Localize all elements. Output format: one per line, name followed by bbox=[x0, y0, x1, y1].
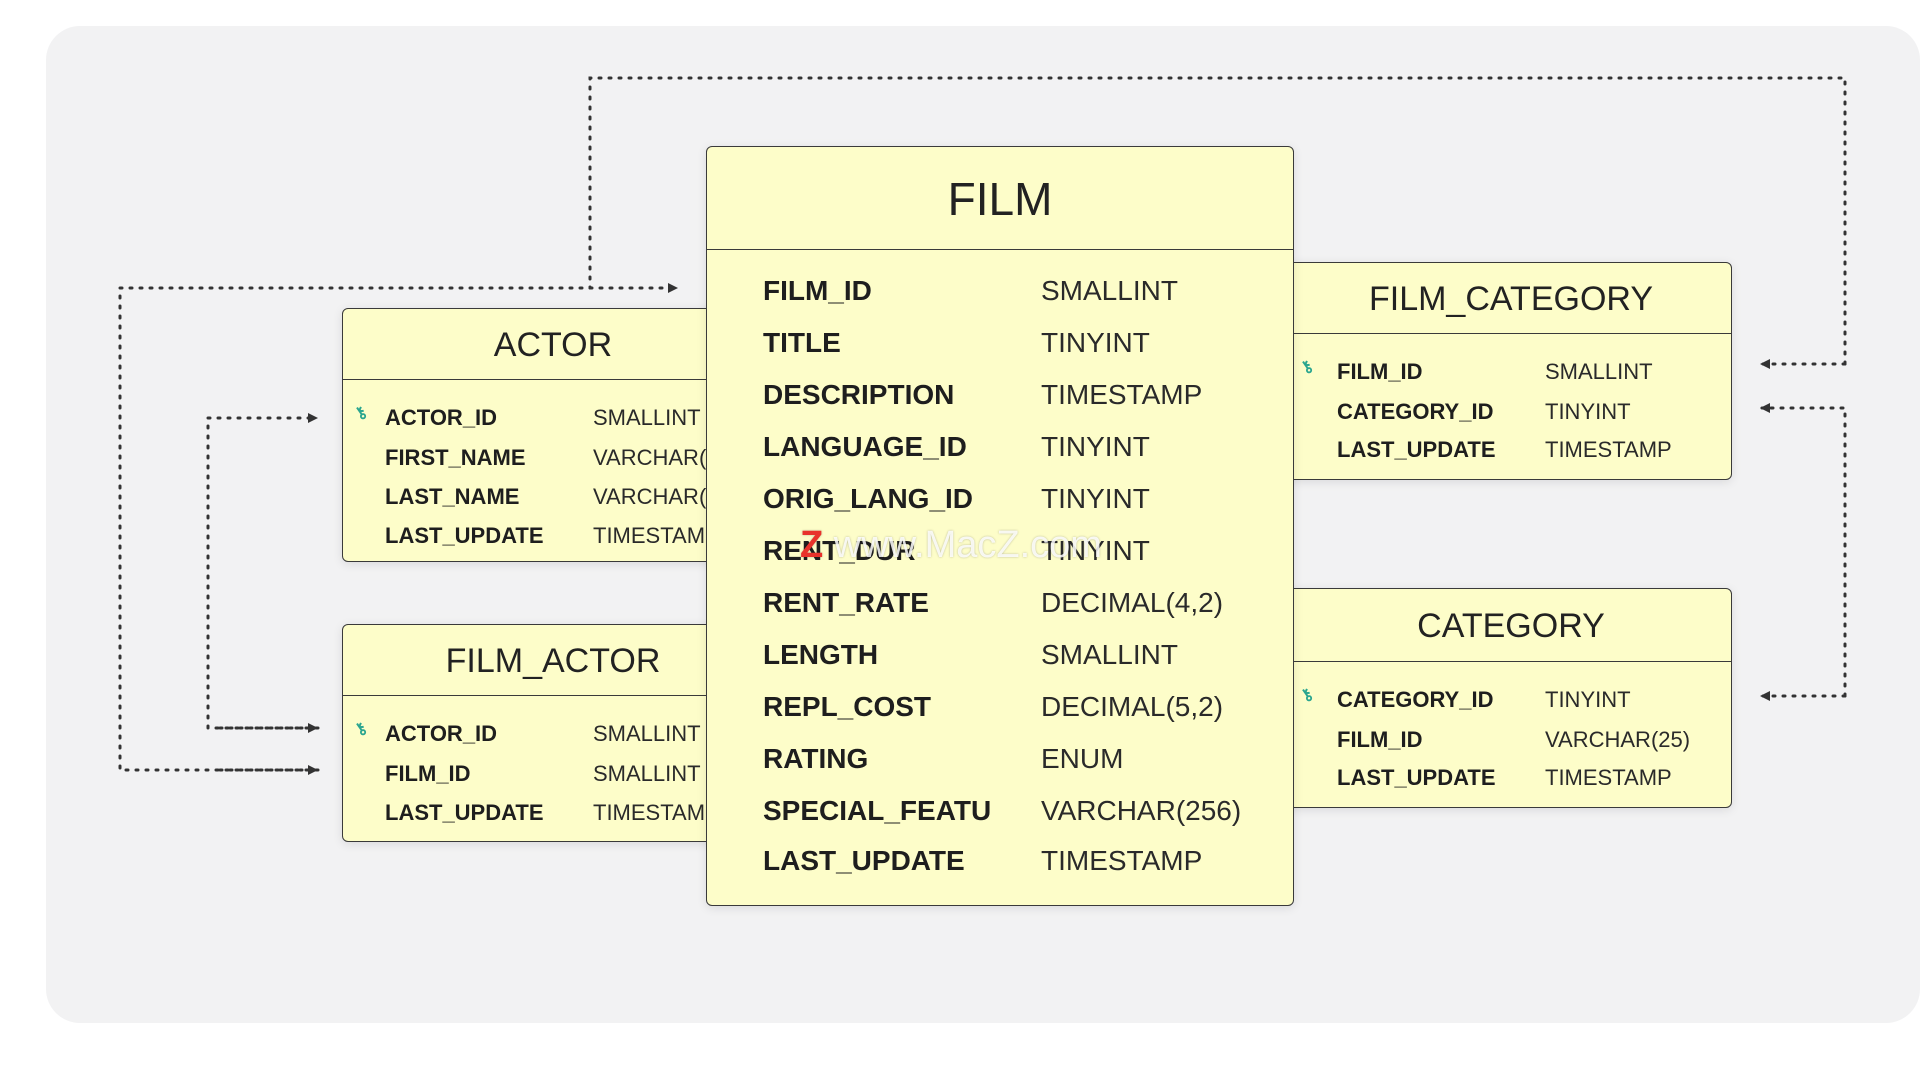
column-type: TIMESTAMP bbox=[1041, 379, 1203, 410]
column-type: DECIMAL(4,2) bbox=[1041, 587, 1224, 618]
column-type: SMALLINT bbox=[593, 721, 701, 746]
table-film-actor[interactable]: FILM_ACTOR ⚷ ACTOR_ID SMALLINT FILM_ID S… bbox=[342, 624, 764, 842]
column-name: LAST_UPDATE bbox=[385, 523, 544, 548]
column-name: RATING bbox=[763, 743, 869, 774]
column-name: ORIG_LANG_ID bbox=[763, 483, 974, 514]
column-name: CATEGORY_ID bbox=[1337, 399, 1494, 424]
column-type: TIMESTAMP bbox=[593, 800, 720, 825]
table-film-actor-title: FILM_ACTOR bbox=[343, 625, 763, 696]
column-type: TINYINT bbox=[1041, 431, 1150, 462]
column-name: REPL_COST bbox=[763, 691, 932, 722]
column-name: LAST_UPDATE bbox=[1337, 437, 1496, 462]
column-name: LAST_UPDATE bbox=[763, 845, 965, 876]
table-category[interactable]: CATEGORY ⚷ CATEGORY_ID TINYINT FILM_ID V… bbox=[1260, 588, 1732, 808]
key-icon: ⚷ bbox=[351, 719, 371, 740]
column-name: FILM_ID bbox=[385, 761, 471, 786]
column-type: TINYINT bbox=[1545, 399, 1631, 424]
column-name: ACTOR_ID bbox=[385, 405, 498, 430]
connector-actor-film-actor bbox=[206, 413, 320, 730]
column-type: SMALLINT bbox=[1041, 639, 1178, 670]
column-name: FILM_ID bbox=[1337, 359, 1423, 384]
column-name: DESCRIPTION bbox=[763, 379, 955, 410]
column-type: VARCHAR(256) bbox=[1041, 795, 1242, 826]
watermark-text: www.MacZ.com bbox=[833, 524, 1102, 566]
column-name: LENGTH bbox=[763, 639, 879, 670]
key-icon: ⚷ bbox=[1297, 357, 1317, 378]
column-type: TINYINT bbox=[1041, 483, 1150, 514]
watermark: Z www.MacZ.com bbox=[800, 524, 1102, 567]
watermark-logo-letter: Z bbox=[800, 524, 824, 566]
table-film-category-title: FILM_CATEGORY bbox=[1261, 263, 1731, 334]
column-name: RENT_RATE bbox=[763, 587, 929, 618]
column-type: TIMESTAMP bbox=[593, 523, 720, 548]
column-name: FILM_ID bbox=[1337, 727, 1423, 752]
column-name: LAST_UPDATE bbox=[1337, 765, 1496, 790]
column-name: LAST_NAME bbox=[385, 484, 520, 509]
key-icon: ⚷ bbox=[351, 403, 371, 424]
column-type: DECIMAL(5,2) bbox=[1041, 691, 1224, 722]
column-type: SMALLINT bbox=[593, 761, 701, 786]
key-icon: ⚷ bbox=[1297, 685, 1317, 706]
column-name: ACTOR_ID bbox=[385, 721, 498, 746]
column-type: VARCHAR(4 bbox=[593, 484, 719, 509]
column-type: SMALLINT bbox=[1545, 359, 1653, 384]
column-type: VARCHAR(25) bbox=[1545, 727, 1691, 752]
connector-category-film-category bbox=[1760, 403, 1847, 698]
table-category-title: CATEGORY bbox=[1261, 589, 1731, 662]
column-name: CATEGORY_ID bbox=[1337, 687, 1494, 712]
column-type: TINYINT bbox=[1041, 535, 1150, 566]
column-name: LANGUAGE_ID bbox=[763, 431, 967, 462]
column-type: SMALLINT bbox=[1041, 275, 1178, 306]
column-type: ENUM bbox=[1041, 743, 1124, 774]
column-name: SPECIAL_FEATU bbox=[763, 795, 992, 826]
table-actor-title: ACTOR bbox=[343, 309, 763, 380]
column-name: RENT_DUR bbox=[763, 535, 916, 566]
column-type: VARCHAR(4 bbox=[593, 445, 719, 470]
column-name: FILM_ID bbox=[763, 275, 872, 306]
column-type: SMALLINT bbox=[593, 405, 701, 430]
table-actor[interactable]: ACTOR ⚷ ACTOR_ID SMALLINT FIRST_NAME VAR… bbox=[342, 308, 764, 562]
column-type: TIMESTAMP bbox=[1545, 437, 1672, 462]
table-film-title: FILM bbox=[707, 147, 1293, 250]
column-type: TINYINT bbox=[1545, 687, 1631, 712]
column-name: TITLE bbox=[763, 327, 841, 358]
table-film[interactable]: FILM FILM_ID SMALLINT TITLE TINYINT DESC… bbox=[706, 146, 1294, 906]
table-film-category[interactable]: FILM_CATEGORY ⚷ FILM_ID SMALLINT CATEGOR… bbox=[1260, 262, 1732, 480]
column-type: TINYINT bbox=[1041, 327, 1150, 358]
connector-film-category-film bbox=[588, 76, 1847, 366]
column-type: TIMESTAMP bbox=[1545, 765, 1672, 790]
column-name: FIRST_NAME bbox=[385, 445, 526, 470]
column-type: TIMESTAMP bbox=[1041, 845, 1203, 876]
column-name: LAST_UPDATE bbox=[385, 800, 544, 825]
